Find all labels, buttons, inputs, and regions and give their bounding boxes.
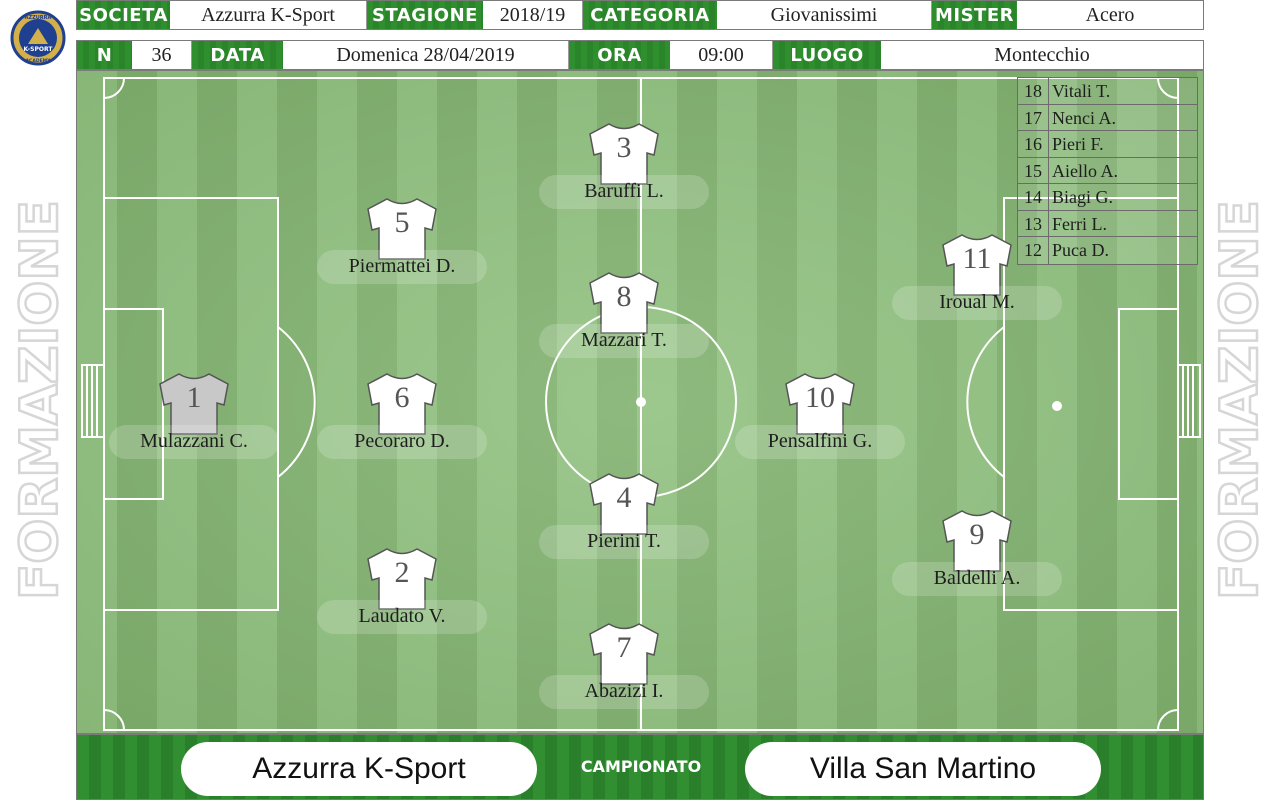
player-2[interactable]: 2 Laudato V. — [317, 546, 487, 636]
player-name: Mulazzani C. — [140, 430, 248, 452]
side-word-right: FORMAZIONE — [1209, 195, 1272, 605]
player-4[interactable]: 4 Pierini T. — [539, 471, 709, 561]
player-number: 4 — [616, 481, 632, 514]
player-name: Laudato V. — [358, 605, 446, 627]
player-name: Mazzari T. — [581, 329, 667, 351]
bench-number: 18 — [1018, 78, 1049, 104]
pitch-lines — [81, 77, 1201, 731]
match-footer: Azzurra K-Sport CAMPIONATO Villa San Mar… — [76, 734, 1204, 800]
away-team-name: Villa San Martino — [745, 742, 1101, 796]
value-numero: 36 — [132, 41, 192, 69]
player-11[interactable]: 11 Iroual M. — [892, 232, 1062, 322]
player-number: 8 — [616, 280, 632, 313]
player-name: Pensalfini G. — [767, 430, 873, 452]
player-number: 7 — [616, 631, 632, 664]
player-name: Pierini T. — [587, 530, 661, 552]
value-mister: Acero — [1085, 3, 1135, 26]
player-10[interactable]: 10 Pensalfini G. — [735, 371, 905, 461]
value-categoria: Giovanissimi — [717, 1, 932, 29]
player-1[interactable]: 1 Mulazzani C. — [109, 371, 279, 461]
player-number: 5 — [394, 206, 410, 239]
bench-number: 12 — [1018, 237, 1049, 264]
player-number: 11 — [962, 242, 992, 275]
player-number: 9 — [969, 518, 985, 551]
svg-text:FORMAZIONE: FORMAZIONE — [10, 200, 70, 600]
match-info-row-2: N 36 DATA Domenica 28/04/2019 ORA 09:00 … — [76, 40, 1204, 70]
label-categoria: CATEGORIA — [583, 1, 717, 29]
label-stagione: STAGIONE — [367, 1, 483, 29]
player-number: 2 — [394, 556, 410, 589]
label-mister: MISTER — [932, 1, 1017, 29]
label-data: DATA — [192, 41, 283, 69]
value-societa: Azzurra K-Sport — [170, 1, 367, 29]
bench-name: Biagi G. — [1052, 187, 1113, 207]
player-name: Pecoraro D. — [354, 430, 450, 452]
value-ora: 09:00 — [670, 41, 773, 69]
player-9[interactable]: 9 Baldelli A. — [892, 508, 1062, 598]
player-5[interactable]: 5 Piermattei D. — [317, 196, 487, 286]
bench-number: 13 — [1018, 210, 1049, 236]
player-number: 3 — [616, 131, 632, 164]
competition-label: CAMPIONATO — [580, 757, 702, 776]
player-3[interactable]: 3 Baruffi L. — [539, 121, 709, 211]
label-ora: ORA — [569, 41, 670, 69]
player-8[interactable]: 8 Mazzari T. — [539, 270, 709, 360]
svg-text:ACADEMY: ACADEMY — [26, 58, 52, 64]
bench-name: Puca D. — [1052, 240, 1109, 260]
svg-text:FORMAZIONE: FORMAZIONE — [1210, 200, 1270, 600]
player-number: 10 — [805, 381, 835, 414]
home-team-name: Azzurra K-Sport — [181, 742, 537, 796]
label-luogo: LUOGO — [773, 41, 881, 69]
club-logo-icon: AZZURRA K-SPORT ACADEMY — [10, 10, 66, 66]
player-number: 1 — [186, 381, 202, 414]
player-name: Piermattei D. — [348, 255, 456, 277]
value-stagione: 2018/19 — [483, 1, 583, 29]
label-numero: N — [77, 41, 132, 69]
value-luogo: Montecchio — [994, 43, 1090, 66]
bench-name: Pieri F. — [1052, 134, 1104, 154]
player-7[interactable]: 7 Abazizi I. — [539, 621, 709, 711]
bench-name: Aiello A. — [1052, 160, 1118, 181]
player-name: Iroual M. — [939, 291, 1015, 313]
svg-text:AZZURRA: AZZURRA — [25, 15, 52, 21]
player-name: Baruffi L. — [584, 180, 664, 202]
bench-name: Vitali T. — [1052, 81, 1111, 101]
bench-name: Ferri L. — [1052, 213, 1107, 234]
bench-number: 17 — [1018, 104, 1049, 130]
match-info-row-1: SOCIETA Azzurra K-Sport STAGIONE 2018/19… — [76, 0, 1204, 30]
value-data: Domenica 28/04/2019 — [283, 41, 569, 69]
bench-number: 16 — [1018, 131, 1049, 157]
player-name: Abazizi I. — [584, 680, 664, 702]
side-word-left: FORMAZIONE — [9, 195, 72, 605]
football-pitch: 1 Mulazzani C. 5 Piermattei D. 6 Pecorar… — [76, 70, 1204, 734]
bench-number: 14 — [1018, 184, 1049, 210]
player-name: Baldelli A. — [933, 567, 1021, 589]
bench-number: 15 — [1018, 157, 1049, 183]
label-societa: SOCIETA — [77, 1, 170, 29]
player-6[interactable]: 6 Pecoraro D. — [317, 371, 487, 461]
bench-name: Nenci A. — [1052, 107, 1116, 128]
svg-text:K-SPORT: K-SPORT — [24, 46, 54, 53]
player-number: 6 — [394, 381, 410, 414]
